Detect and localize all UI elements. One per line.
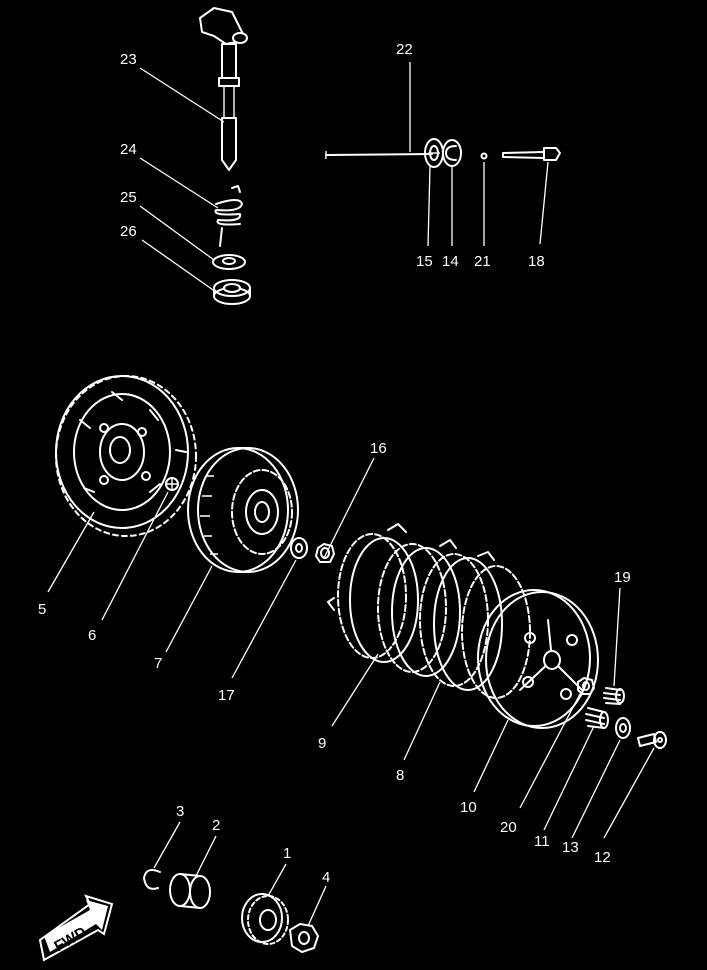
fwd-arrow-icon: FWD xyxy=(38,894,114,962)
callout-25: 25 xyxy=(120,189,137,206)
part-21-ball xyxy=(480,152,488,160)
part-23-push-lever xyxy=(199,7,248,171)
part-16-nut xyxy=(315,543,335,563)
part-22-push-rod xyxy=(325,151,433,159)
part-5-primary-driven-gear xyxy=(55,375,197,537)
part-1-primary-drive-gear xyxy=(241,893,289,945)
callout-22: 22 xyxy=(396,41,413,58)
part-6-damper xyxy=(165,477,179,491)
part-19-spring xyxy=(603,687,625,705)
callout-5: 5 xyxy=(38,601,46,618)
callout-9: 9 xyxy=(318,735,326,752)
callout-11: 11 xyxy=(534,833,550,850)
callout-13: 13 xyxy=(562,839,579,856)
callout-24: 24 xyxy=(120,141,137,158)
callout-17: 17 xyxy=(218,687,235,704)
part-7-clutch-boss xyxy=(187,447,299,573)
part-13-washer xyxy=(615,717,631,739)
callout-15: 15 xyxy=(416,253,433,270)
callout-26: 26 xyxy=(120,223,137,240)
part-2-bushing xyxy=(169,873,211,909)
callout-16: 16 xyxy=(370,440,387,457)
callout-23: 23 xyxy=(120,51,137,68)
callout-12: 12 xyxy=(594,849,611,866)
callout-19: 19 xyxy=(614,569,631,586)
part-15-bearing xyxy=(424,138,444,168)
part-11-spring xyxy=(585,707,609,729)
part-18-push-rod-2 xyxy=(502,147,561,161)
part-26-oil-seal xyxy=(213,279,251,305)
part-17-washer xyxy=(290,537,308,559)
callout-labels: 23 24 25 26 22 15 14 21 18 16 5 6 7 17 9… xyxy=(38,41,631,886)
callout-10: 10 xyxy=(460,799,477,816)
part-14-washer xyxy=(442,139,462,167)
callout-2: 2 xyxy=(212,817,220,834)
part-12-bolt xyxy=(637,731,667,749)
part-25-washer xyxy=(212,254,246,270)
leader-lines xyxy=(47,62,655,927)
callout-8: 8 xyxy=(396,767,404,784)
part-4-nut xyxy=(289,923,319,953)
callout-7: 7 xyxy=(154,655,162,672)
callout-20: 20 xyxy=(500,819,517,836)
callout-3: 3 xyxy=(176,803,184,820)
callout-14: 14 xyxy=(442,253,459,270)
part-3-circlip xyxy=(143,869,161,890)
callout-18: 18 xyxy=(528,253,545,270)
part-24-return-spring xyxy=(214,185,243,247)
callout-4: 4 xyxy=(322,869,330,886)
part-9-friction-plates xyxy=(327,523,419,663)
callout-1: 1 xyxy=(283,845,291,862)
callout-21: 21 xyxy=(474,253,491,270)
callout-6: 6 xyxy=(88,627,96,644)
part-20-nut xyxy=(577,677,595,695)
